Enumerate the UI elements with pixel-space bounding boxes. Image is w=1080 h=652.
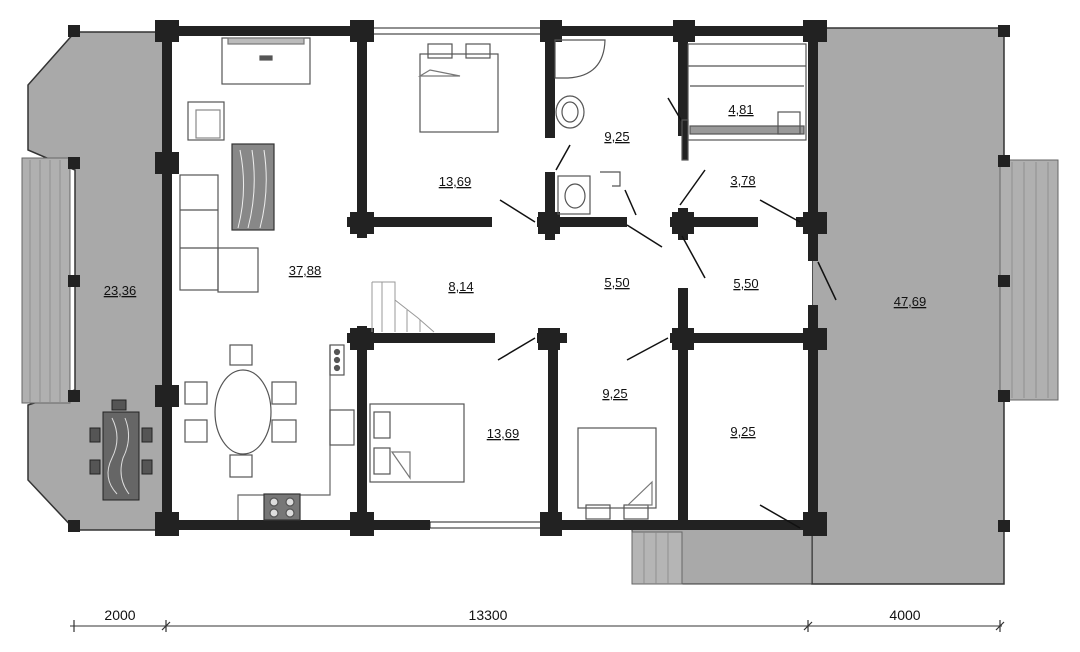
door-swings bbox=[497, 97, 837, 529]
outdoor-dining-table bbox=[89, 399, 153, 501]
washbasin bbox=[555, 95, 585, 129]
dimension-line: 2000 13300 4000 bbox=[70, 607, 1005, 632]
area-label-bedroom-s: 9,25 bbox=[602, 386, 627, 401]
bed-s bbox=[577, 427, 657, 509]
stove bbox=[263, 493, 301, 521]
bottom-porch bbox=[631, 527, 813, 585]
dimension-center: 13300 bbox=[469, 607, 508, 623]
dimension-right: 4000 bbox=[889, 607, 920, 623]
area-label-bedroom-sw: 13,69 bbox=[487, 426, 520, 441]
toilet bbox=[557, 175, 591, 215]
kitchen bbox=[237, 344, 355, 521]
sofa bbox=[179, 174, 219, 291]
bed-nw bbox=[419, 53, 499, 133]
bed-sw bbox=[369, 403, 465, 483]
dimension-left: 2000 bbox=[104, 607, 135, 623]
area-label-terrace-right: 47,69 bbox=[894, 294, 927, 309]
bathroom-fixtures bbox=[554, 39, 621, 215]
shower-tray bbox=[554, 39, 606, 79]
area-label-terrace-left: 23,36 bbox=[104, 283, 137, 298]
area-label-living: 37,88 bbox=[289, 263, 322, 278]
right-terrace bbox=[811, 25, 1059, 585]
stairs bbox=[371, 281, 435, 333]
living-furniture bbox=[179, 37, 311, 293]
area-label-closet: 3,78 bbox=[730, 173, 755, 188]
house-floor bbox=[168, 32, 812, 526]
area-label-sauna: 4,81 bbox=[728, 102, 753, 117]
left-terrace bbox=[21, 25, 166, 532]
area-label-hall-center: 5,50 bbox=[604, 275, 629, 290]
area-label-room-se: 9,25 bbox=[730, 424, 755, 439]
dining-set bbox=[184, 344, 297, 478]
sauna-benches bbox=[681, 43, 807, 161]
dining-table bbox=[214, 369, 272, 455]
log-corners bbox=[155, 20, 827, 536]
area-label-hall-right: 5,50 bbox=[733, 276, 758, 291]
area-label-hall-8: 8,14 bbox=[448, 279, 473, 294]
beds bbox=[369, 43, 657, 520]
area-label-bath-top: 9,25 bbox=[604, 129, 629, 144]
area-label-bedroom-nw: 13,69 bbox=[439, 174, 472, 189]
kitchen-sink bbox=[329, 409, 355, 446]
room-area-labels: 23,36 37,88 13,69 8,14 9,25 4,81 3,78 5,… bbox=[104, 102, 927, 441]
armchair bbox=[187, 101, 225, 141]
